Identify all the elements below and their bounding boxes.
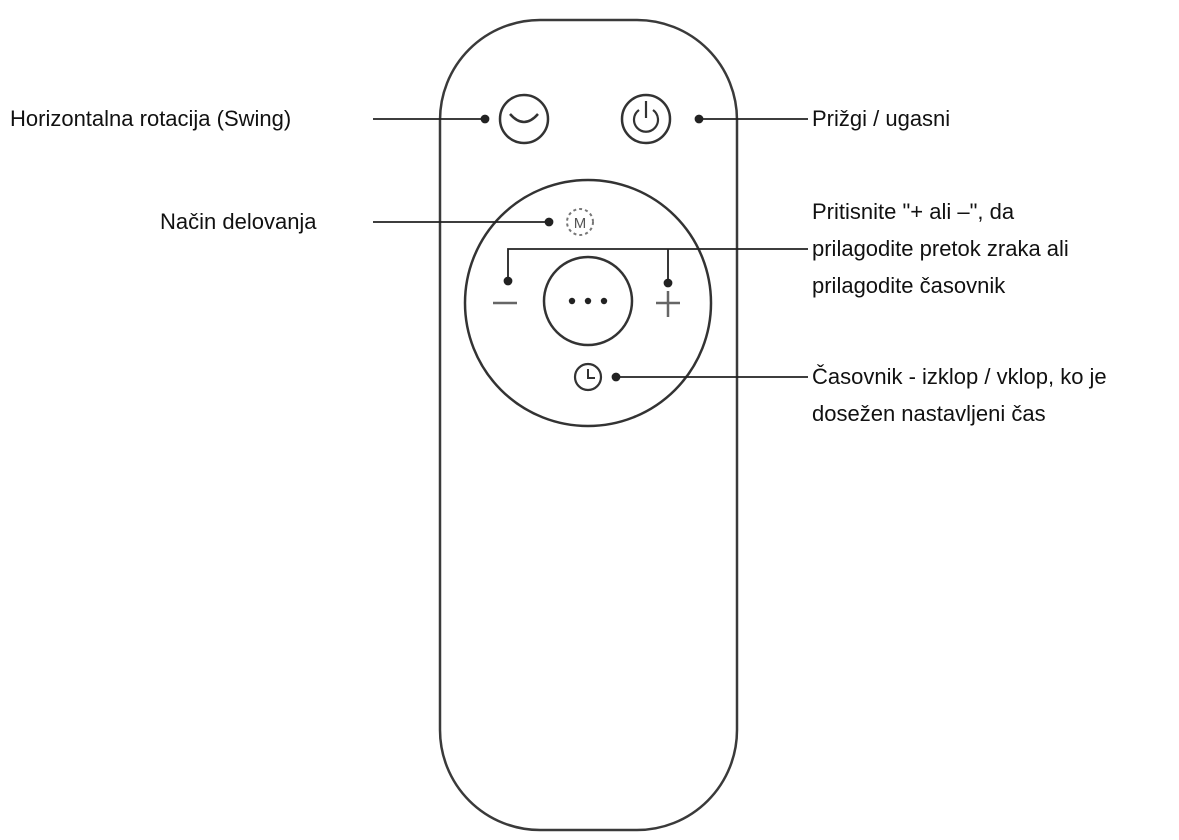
leader-adjust [507, 248, 808, 281]
label-adjust-line3: prilagodite časovnik [812, 273, 1006, 298]
control-ring [463, 178, 713, 428]
power-icon [632, 101, 660, 133]
remote-body [438, 18, 739, 832]
center-dot [600, 297, 608, 305]
swing-button [498, 93, 550, 145]
center-button [542, 255, 634, 347]
label-swing: Horizontalna rotacija (Swing) [10, 106, 292, 131]
timer-button [573, 362, 603, 392]
label-adjust-line1: Pritisnite "+ ali –", da [812, 199, 1015, 224]
clock-icon [573, 362, 603, 392]
center-dot [584, 297, 592, 305]
mode-button: M [566, 208, 594, 236]
label-timer-line1: Časovnik - izklop / vklop, ko je [812, 364, 1107, 389]
label-mode: Način delovanja [160, 209, 317, 234]
plus-button [656, 291, 680, 317]
mode-glyph: M [574, 215, 587, 232]
label-adjust-line2: prilagodite pretok zraka ali [812, 236, 1069, 261]
center-dot [568, 297, 576, 305]
label-power: Prižgi / ugasni [812, 106, 951, 131]
leader-lines [373, 114, 808, 382]
swing-arc-icon [509, 113, 539, 124]
power-button [620, 93, 672, 145]
mode-m-icon [566, 208, 594, 236]
label-timer-line2: dosežen nastavljeni čas [812, 401, 1046, 426]
